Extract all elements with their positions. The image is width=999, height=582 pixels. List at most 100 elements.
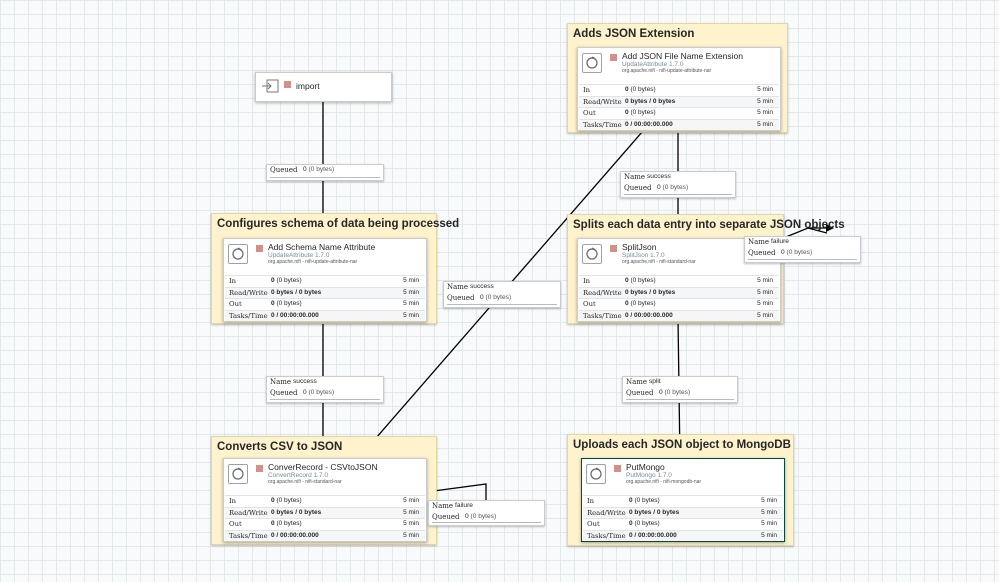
stat-window: 5 min xyxy=(757,311,773,319)
conn-queued-count: 0 xyxy=(465,512,469,520)
stat-window: 5 min xyxy=(403,497,419,504)
stat-label: Tasks/Time xyxy=(583,120,622,129)
conn-name-label: Name xyxy=(432,502,454,510)
processor-add-schema-name-attribute[interactable]: Add Schema Name Attribute UpdateAttribut… xyxy=(223,238,427,322)
processor-type: ConvertRecord 1.7.0 xyxy=(268,472,328,479)
stat-window: 5 min xyxy=(403,288,419,296)
stat-in-count: 0 xyxy=(271,497,275,504)
stat-read-write: 0 bytes / 0 bytes xyxy=(625,97,676,105)
stat-out-bytes: (0 bytes) xyxy=(630,109,656,116)
conn-queued-count: 0 xyxy=(303,388,307,396)
stat-in-bytes: (0 bytes) xyxy=(630,86,656,93)
stat-label: Tasks/Time xyxy=(229,531,268,540)
stopped-status-icon xyxy=(284,81,291,88)
queue-bar xyxy=(447,302,557,305)
stat-label: Out xyxy=(229,300,242,308)
processor-name: PutMongo xyxy=(626,462,665,472)
stat-window: 5 min xyxy=(757,97,773,105)
stat-in-count: 0 xyxy=(629,497,633,504)
processor-type: UpdateAttribute 1.7.0 xyxy=(622,61,684,68)
queue-bar xyxy=(626,397,734,400)
queue-bar xyxy=(432,520,541,523)
processor-name: Add JSON File Name Extension xyxy=(622,51,743,61)
stat-tasks: 0 / 00:00:00.000 xyxy=(629,531,677,539)
stat-label: Out xyxy=(229,520,242,528)
conn-name: failure xyxy=(455,502,473,509)
queue-bar xyxy=(748,257,857,260)
connection-label-import-schema[interactable]: Queued 0 (0 bytes) xyxy=(266,164,384,181)
processor-add-json-file-name-extension[interactable]: Add JSON File Name Extension UpdateAttri… xyxy=(577,47,781,131)
processor-bundle: org.apache.nifi - nifi-update-attribute-… xyxy=(622,68,712,74)
processor-type-icon xyxy=(586,464,606,484)
stat-read-write: 0 bytes / 0 bytes xyxy=(625,288,676,296)
stat-window: 5 min xyxy=(757,109,773,116)
stat-window: 5 min xyxy=(761,497,777,504)
label-text: Adds JSON Extension xyxy=(573,28,695,40)
stat-in-bytes: (0 bytes) xyxy=(634,497,660,504)
stat-read-write: 0 bytes / 0 bytes xyxy=(271,508,322,516)
conn-queued-count: 0 xyxy=(303,166,307,173)
stopped-status-icon xyxy=(614,465,621,472)
conn-queued-bytes: (0 bytes) xyxy=(664,388,691,396)
label-text: Converts CSV to JSON xyxy=(217,441,343,453)
conn-name: failure xyxy=(771,238,789,245)
processor-bundle: org.apache.nifi - nifi-mongodb-nar xyxy=(626,479,702,485)
processor-type: PutMongo 1.7.0 xyxy=(626,472,672,479)
stat-window: 5 min xyxy=(757,277,773,284)
stat-in-bytes: (0 bytes) xyxy=(276,277,302,284)
processor-put-mongo[interactable]: PutMongo PutMongo 1.7.0 org.apache.nifi … xyxy=(581,458,785,542)
stat-window: 5 min xyxy=(757,86,773,93)
processor-name: SplitJson xyxy=(622,242,657,252)
stat-tasks: 0 / 00:00:00.000 xyxy=(625,311,673,319)
processor-bundle: org.apache.nifi - nifi-standard-nar xyxy=(268,479,342,485)
stat-out-bytes: (0 bytes) xyxy=(276,520,302,527)
conn-queued-label: Queued xyxy=(270,166,298,174)
conn-name: success xyxy=(647,173,671,180)
stat-window: 5 min xyxy=(403,508,419,516)
conn-name-label: Name xyxy=(270,378,292,386)
stat-out-count: 0 xyxy=(625,300,629,307)
stat-read-write: 0 bytes / 0 bytes xyxy=(629,508,680,516)
stat-label: Read/Write xyxy=(583,288,622,297)
conn-name: split xyxy=(649,378,661,385)
stat-in-count: 0 xyxy=(625,86,629,93)
conn-name-label: Name xyxy=(447,283,469,291)
stat-window: 5 min xyxy=(403,520,419,527)
stat-label: Read/Write xyxy=(229,508,268,517)
stat-in-bytes: (0 bytes) xyxy=(630,277,656,284)
input-port-import[interactable]: import xyxy=(255,72,392,102)
stat-window: 5 min xyxy=(403,531,419,539)
stat-tasks: 0 / 00:00:00.000 xyxy=(625,120,673,128)
stat-tasks: 0 / 00:00:00.000 xyxy=(271,531,319,539)
conn-name: success xyxy=(293,378,317,385)
conn-queued-count: 0 xyxy=(657,183,661,191)
stat-out-bytes: (0 bytes) xyxy=(276,300,302,307)
stat-label: Read/Write xyxy=(587,508,626,517)
conn-queued-count: 0 xyxy=(659,388,663,396)
stat-in-bytes: (0 bytes) xyxy=(276,497,302,504)
stopped-status-icon xyxy=(256,245,263,252)
conn-queued-bytes: (0 bytes) xyxy=(308,166,335,173)
processor-type-icon xyxy=(228,464,248,484)
conn-queued-bytes: (0 bytes) xyxy=(470,512,497,520)
stat-out-count: 0 xyxy=(271,520,275,527)
processor-convert-record[interactable]: ConverRecord - CSVtoJSON ConvertRecord 1… xyxy=(223,458,427,542)
conn-name-label: Name xyxy=(624,173,646,181)
processor-split-json[interactable]: SplitJson SplitJson 1.7.0 org.apache.nif… xyxy=(577,238,781,322)
queue-bar xyxy=(624,192,732,195)
stat-tasks: 0 / 00:00:00.000 xyxy=(271,311,319,319)
conn-queued-label: Queued xyxy=(447,293,475,302)
processor-bundle: org.apache.nifi - nifi-standard-nar xyxy=(622,259,696,265)
conn-name: success xyxy=(470,283,494,290)
conn-queued-count: 0 xyxy=(480,293,484,301)
stat-label: Read/Write xyxy=(229,288,268,297)
